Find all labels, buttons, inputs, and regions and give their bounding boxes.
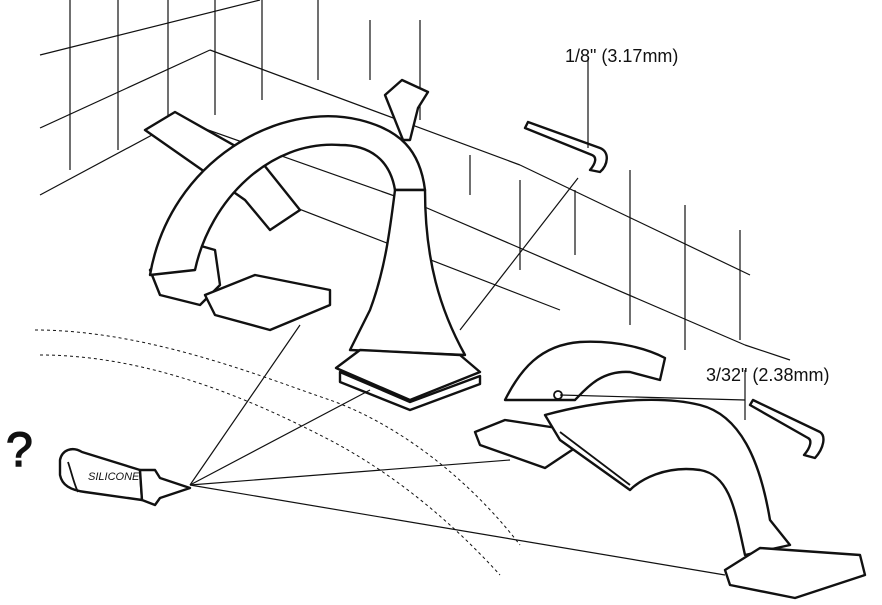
silicone-tube: SILICONE (58, 448, 192, 507)
spout (148, 78, 482, 412)
hex-key-small-label: 3/32" (2.38mm) (706, 365, 829, 385)
hex-key-large-label: 1/8" (3.17mm) (565, 46, 678, 66)
dashed-deck-contours (34, 329, 521, 576)
hex-key-large (523, 120, 608, 174)
silicone-label: SILICONE (88, 471, 140, 483)
right-handle (473, 340, 667, 470)
leader-lines (189, 58, 746, 576)
wall-tiles (39, 0, 791, 361)
question-mark-icon: ? (6, 424, 33, 477)
hex-key-small (748, 398, 825, 460)
hand-shower (543, 398, 867, 600)
